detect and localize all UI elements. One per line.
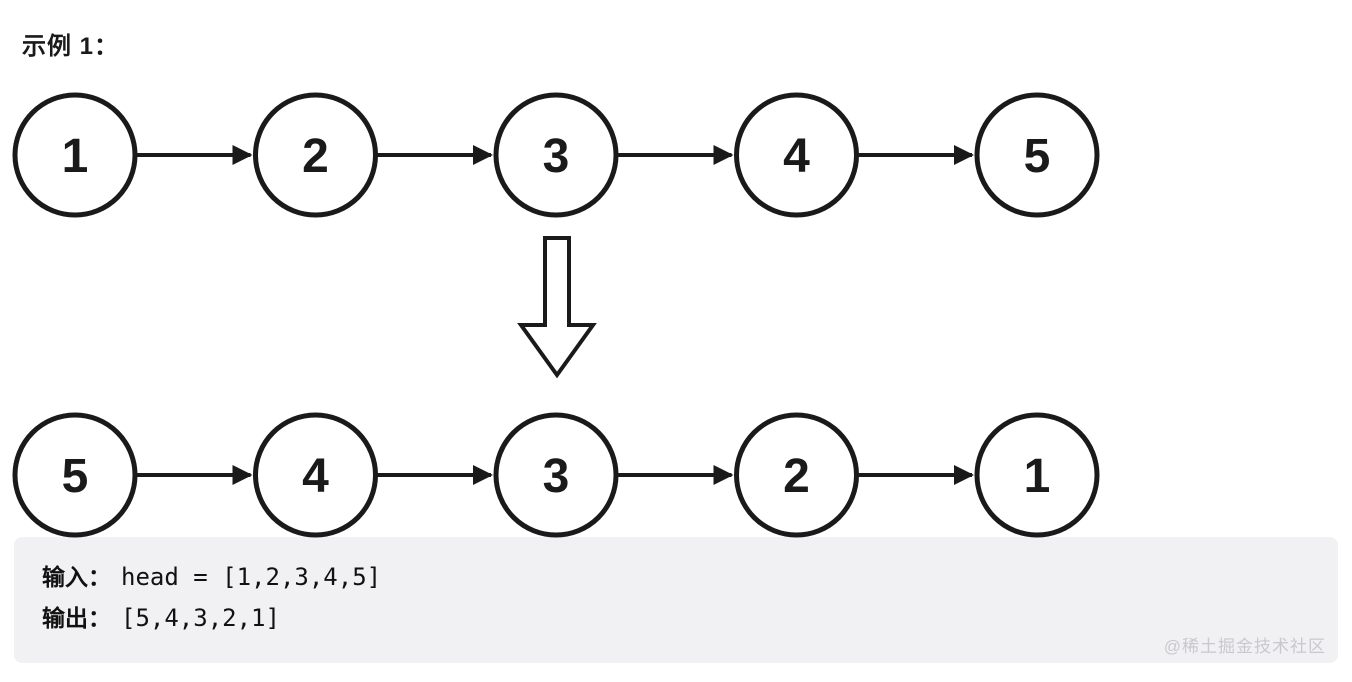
input-label: 输入： <box>42 564 111 590</box>
list-node-value: 5 <box>62 450 89 503</box>
list-node-circle <box>493 92 619 218</box>
list-node-circle <box>734 92 859 218</box>
example-box: 输入： head = [1,2,3,4,5] 输出： [5,4,3,2,1] @… <box>14 537 1338 663</box>
list-before-row: 1 2 3 4 5 <box>12 92 1100 218</box>
down-arrow-icon <box>517 236 597 379</box>
list-node-circle <box>974 412 1100 538</box>
input-line: 输入： head = [1,2,3,4,5] <box>42 558 1310 591</box>
list-node-value: 2 <box>302 130 329 183</box>
list-node-value: 2 <box>783 450 810 503</box>
list-node-circle <box>734 412 859 538</box>
list-node-circle <box>253 92 378 218</box>
list-node-value: 3 <box>543 450 570 503</box>
list-node-circle <box>493 412 619 538</box>
list-node-circle <box>12 412 138 538</box>
list-after-row: 5 4 3 2 1 <box>12 412 1100 538</box>
list-node-circle <box>974 92 1100 218</box>
input-value: head = [1,2,3,4,5] <box>121 563 382 591</box>
list-node-value: 4 <box>783 130 810 183</box>
output-value: [5,4,3,2,1] <box>121 604 280 632</box>
list-node-value: 3 <box>543 130 570 183</box>
output-label: 输出： <box>42 605 111 631</box>
list-node-circle <box>12 92 138 218</box>
list-node-value: 5 <box>1024 130 1051 183</box>
list-node-circle <box>253 412 378 538</box>
watermark: @稀土掘金技术社区 <box>1163 637 1326 656</box>
list-node-value: 4 <box>302 450 329 503</box>
output-line: 输出： [5,4,3,2,1] <box>42 599 1310 632</box>
list-node-value: 1 <box>1024 450 1051 503</box>
list-node-value: 1 <box>62 130 89 183</box>
example-title: 示例 1： <box>22 33 120 60</box>
